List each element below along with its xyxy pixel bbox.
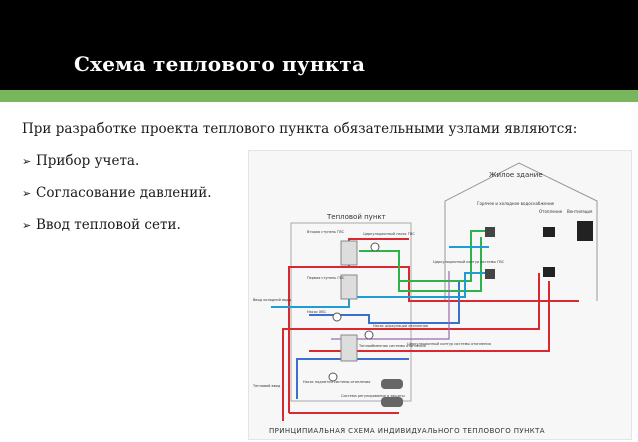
supply-pipe [282,273,540,421]
heat-exchanger-heating [340,334,358,362]
fixture-icon [485,269,495,279]
fixture-icon [485,227,495,237]
cold-water-pipe [271,272,485,308]
label-makeup-pump: Насос подпитки системы отопления [303,380,370,384]
supply-pipe [309,281,550,352]
label-heat-exchanger: Теплообменник системы отопления [358,344,426,348]
radiator-icon [543,227,555,237]
heat-substation-diagram: Жилое здание Тепловой пункт [248,150,632,440]
label-circ-loop-heating: Циркуляционный контур системы отопления [407,342,491,346]
building-outline [444,162,598,301]
accent-bar [0,90,638,102]
dhw-pipe [399,230,485,282]
bullet-text: Ввод тепловой сети. [36,217,181,233]
pump-icon [332,312,342,322]
heat-exchanger-stage2 [340,240,358,266]
return-pipe [296,358,409,399]
bullet-item: ➢ Прибор учета. [22,153,139,169]
label-stage2-dhw: Вторая ступень ГВС [307,230,345,234]
diagram-svg: Жилое здание Тепловой пункт [252,162,598,435]
label-pump-cw: Насос ХВС [307,310,327,314]
arrow-bullet-icon: ➢ [22,187,32,200]
ventilation-unit-icon [577,221,593,241]
label-cold-water-in: Ввод холодной воды [253,298,292,302]
diagram-caption: ПРИНЦИПИАЛЬНАЯ СХЕМА ИНДИВИДУАЛЬНОГО ТЕП… [269,427,545,435]
label-control-system: Система регулирования и защиты [341,394,405,398]
supply-pipe [349,266,579,302]
control-unit-icon [381,379,403,389]
arrow-bullet-icon: ➢ [22,219,32,232]
label-heat-input: Тепловой ввод [252,384,281,388]
slide-title: Схема теплового пункта [74,52,366,76]
substation-box [290,222,412,402]
label-stage1-dhw: Первая ступень ГВС [307,276,345,280]
label-heating: Отопление [539,209,563,214]
title-bar: Схема теплового пункта [0,0,638,90]
label-circ-loop-dhw: Циркуляционный контур системы ГВС [433,260,505,264]
pump-icon [328,372,338,382]
radiator-icon [543,267,555,277]
pump-icon [364,330,374,340]
intro-text: При разработке проекта теплового пункта … [22,121,578,137]
label-circ-pump-heating: Насос циркуляции отопления [373,324,428,328]
building-label: Жилое здание [489,171,543,179]
arrow-bullet-icon: ➢ [22,155,32,168]
label-hot-cold-water: Горячее и холодное водоснабжение [477,201,555,206]
heat-exchanger-stage1 [340,274,358,300]
bullet-item: ➢ Согласование давлений. [22,185,212,201]
label-circ-pump-dhw: Циркуляционный насос ГВС [363,232,415,236]
label-ventilation: Вентиляция [567,209,593,214]
control-unit-icon [381,397,403,407]
bullet-text: Прибор учета. [36,153,140,169]
bullet-text: Согласование давлений. [36,185,212,201]
pump-icon [370,242,380,252]
substation-label: Тепловой пункт [326,213,386,221]
bullet-item: ➢ Ввод тепловой сети. [22,217,181,233]
